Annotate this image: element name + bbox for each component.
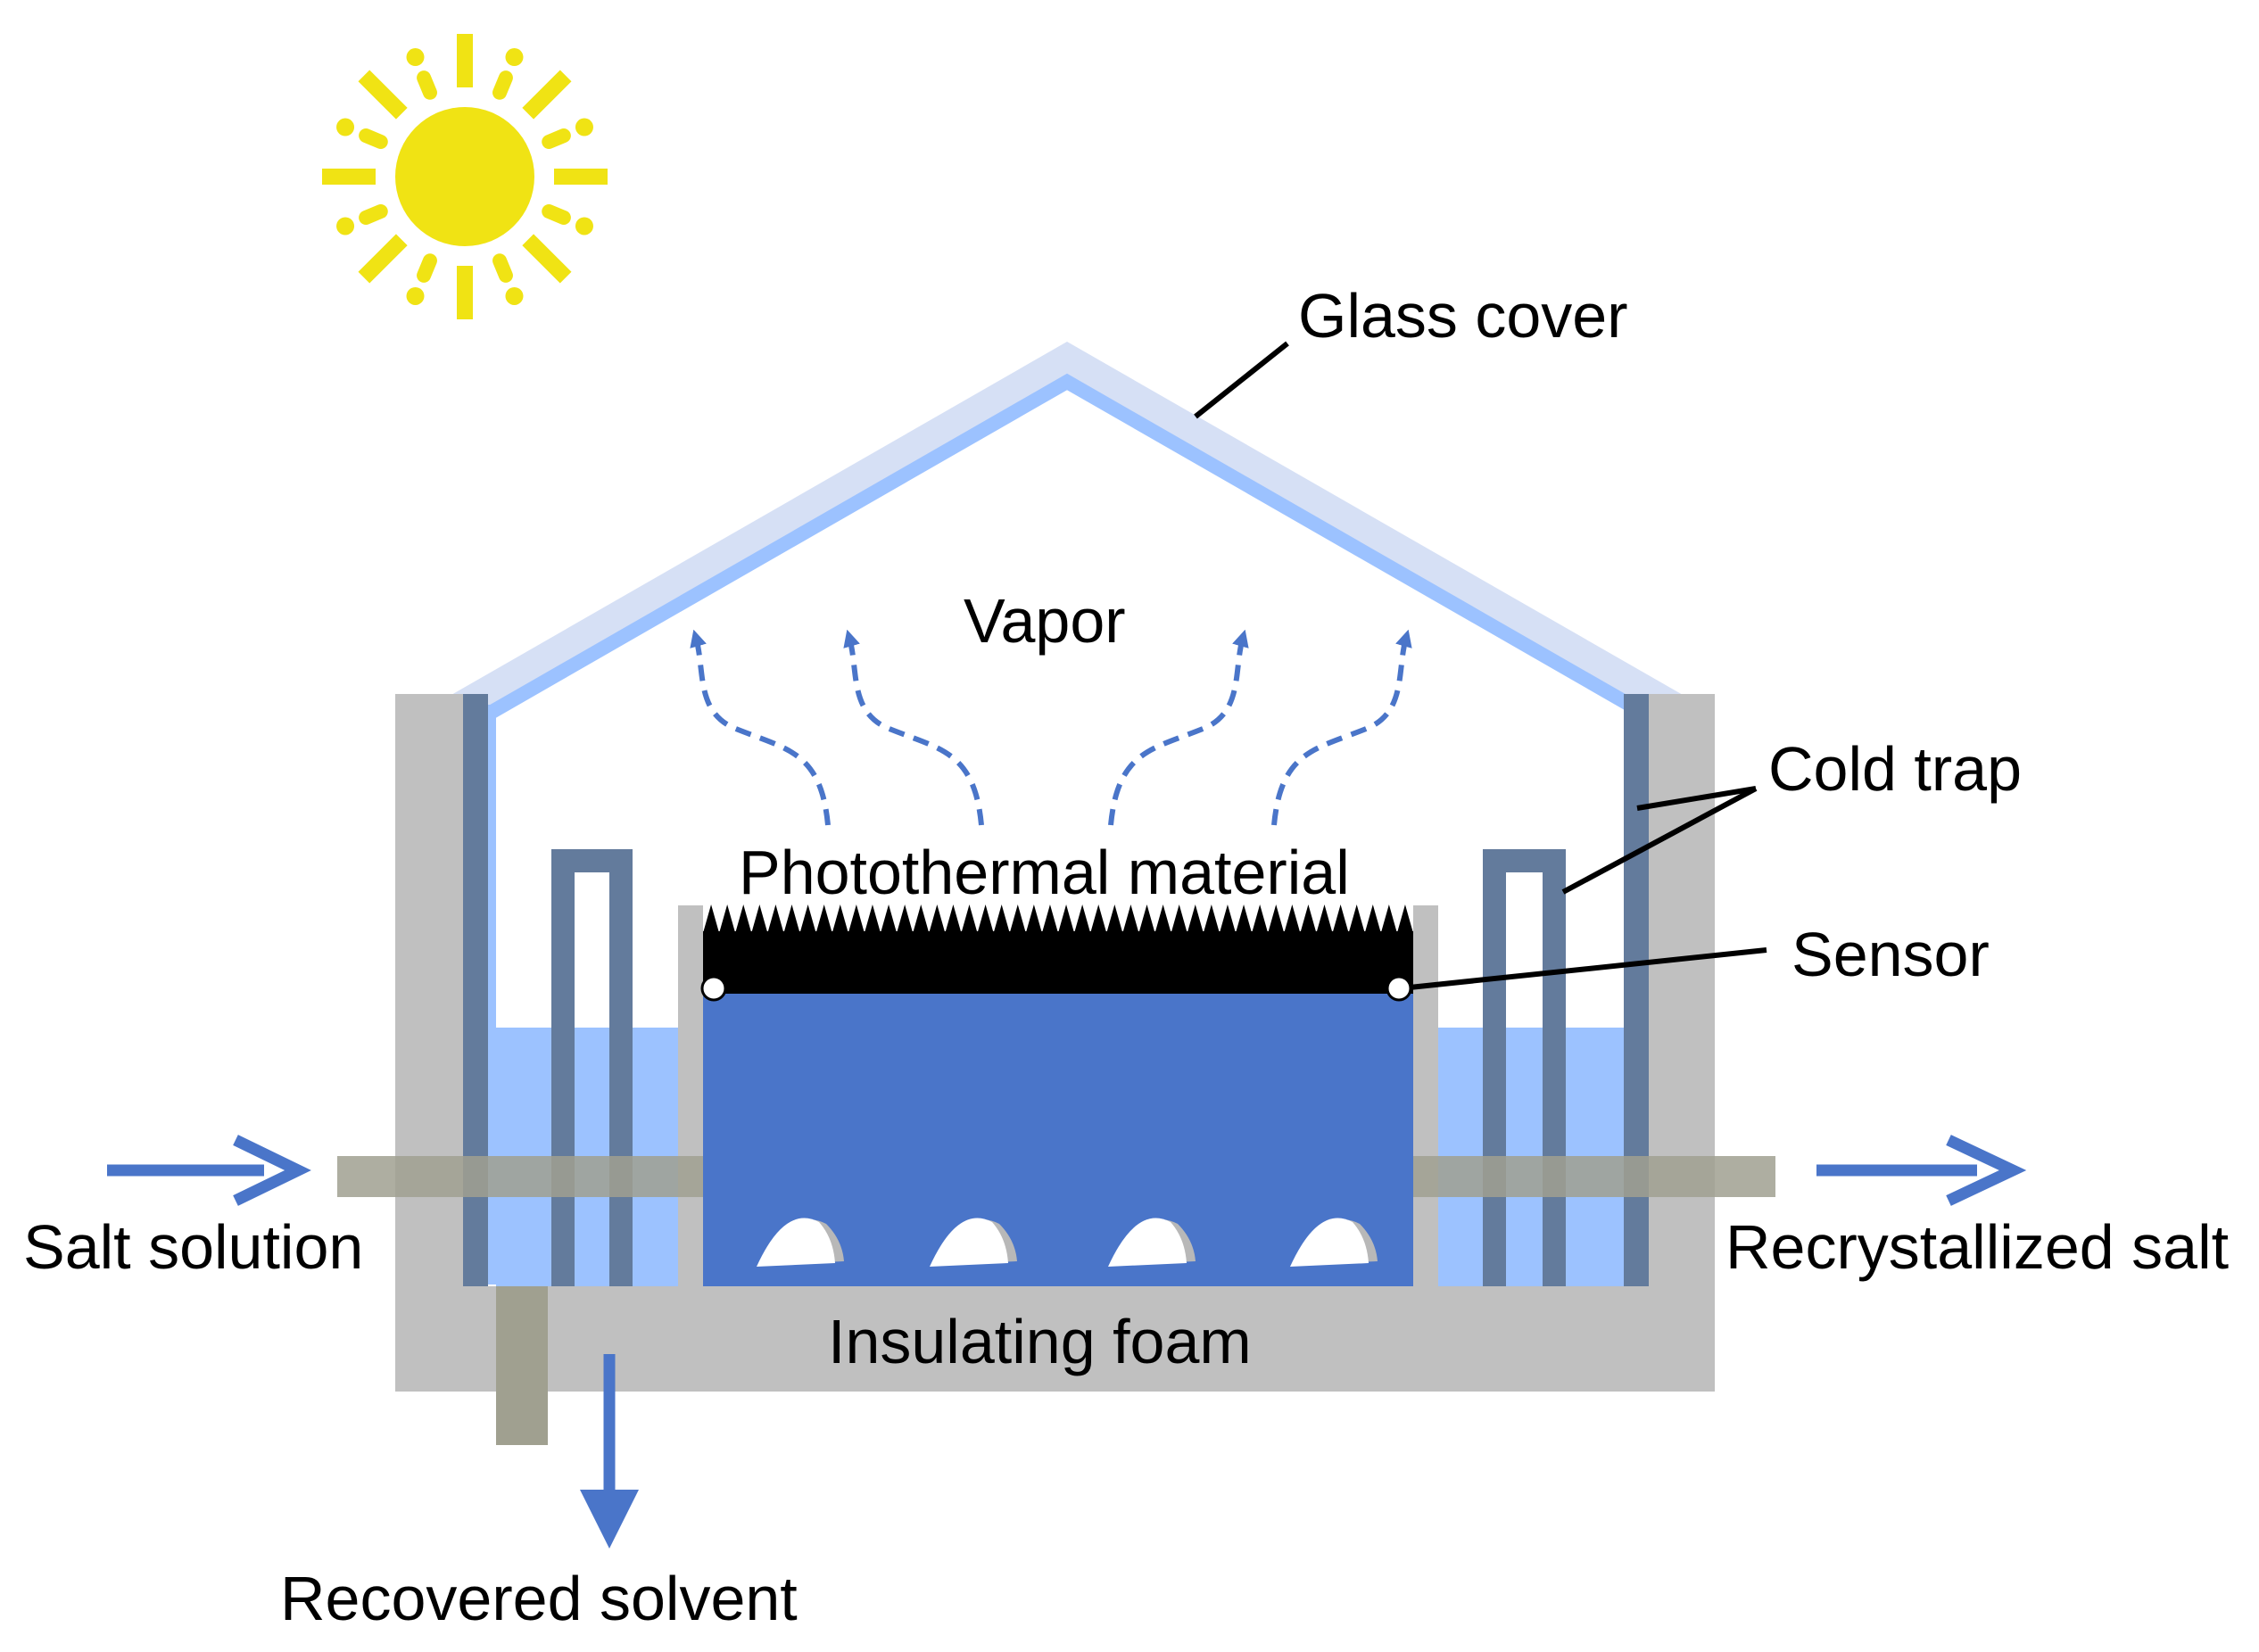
sun-ray-short [417, 70, 437, 100]
sensor-right [1386, 975, 1412, 1002]
vapor-label: Vapor [964, 586, 1126, 656]
vapor-arrow [1271, 629, 1412, 826]
salt-solution-label: Salt solution [23, 1212, 363, 1282]
photothermal-material-label: Photothermal material [739, 838, 1350, 907]
sun-dot [575, 217, 593, 235]
sun-dot [505, 286, 524, 305]
sun-dot [575, 118, 593, 136]
sun-dot [406, 286, 425, 305]
insulating-foam-label: Insulating foam [828, 1307, 1252, 1376]
sun-ray [358, 70, 408, 120]
sun-ray-short [359, 128, 388, 149]
salt-crystal [757, 1218, 835, 1267]
sun-disc [395, 107, 534, 246]
right-partition-wall [1413, 905, 1438, 1286]
cold-trap-left-u [551, 849, 633, 1286]
sun-ray [358, 234, 408, 284]
sun-ray-short [359, 204, 388, 225]
sun-ray-short [492, 253, 513, 283]
salt-crystal [1290, 1218, 1369, 1267]
sun-icon [322, 34, 608, 319]
spike-row [703, 904, 1413, 933]
salt-crystal [930, 1218, 1008, 1267]
vapor-arrows [690, 629, 1412, 826]
absorber-spikes [703, 904, 1413, 933]
sun-ray [522, 70, 572, 120]
sensor-label: Sensor [1791, 920, 1990, 989]
glass-cover-label: Glass cover [1298, 281, 1628, 351]
sun-dot [406, 48, 425, 67]
sensor-left [700, 975, 727, 1002]
cold-trap-leader-a [1636, 786, 1757, 811]
outflow-arrow [1816, 1135, 2027, 1206]
salt-crystals [757, 1218, 1378, 1267]
photothermal-absorber [703, 931, 1413, 994]
sun-dot [336, 217, 355, 235]
sun-ray [522, 234, 572, 284]
cold-trap-label: Cold trap [1768, 734, 2022, 804]
cold-trap-right-u [1483, 849, 1566, 1286]
left-outer-wall [395, 694, 474, 1392]
sun-dot [505, 48, 524, 67]
salt-crystal [1108, 1218, 1187, 1267]
vapor-arrow [690, 629, 831, 826]
vapor-arrow [843, 629, 984, 826]
cold-trap-right-outer [1624, 694, 1649, 1286]
sun-dot [336, 118, 355, 136]
vapor-arrow [1108, 629, 1249, 826]
inflow-arrow [107, 1135, 311, 1206]
recrystallized-salt-label: Recrystallized salt [1725, 1212, 2229, 1282]
cold-trap-leader-b [1561, 786, 1758, 895]
recovered-solvent-label: Recovered solvent [280, 1564, 798, 1633]
glass-cover-leader [1194, 341, 1289, 419]
cold-trap-left-outer [463, 694, 488, 1286]
sun-ray-short [542, 128, 571, 149]
sun-ray-short [417, 253, 437, 283]
feed-pipe-left [337, 1156, 703, 1197]
sun-ray-short [542, 204, 571, 225]
sensor-leader [1409, 947, 1767, 990]
outlet-pipe-right [1413, 1156, 1775, 1197]
sun-ray-short [492, 70, 513, 100]
solvent-drain-pipe [496, 1286, 548, 1445]
solvent-arrow [580, 1354, 639, 1549]
left-partition-wall [678, 905, 703, 1286]
glass-cover-inner [485, 373, 1649, 720]
